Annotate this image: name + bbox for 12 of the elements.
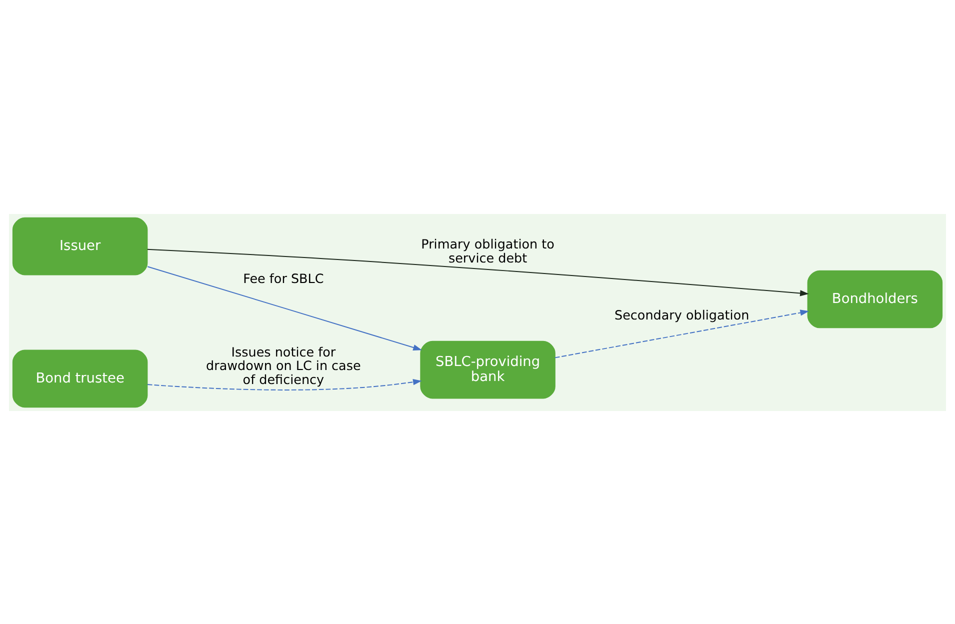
arrow [146,248,809,296]
edge-label: Fee for SBLC [243,272,324,286]
edge-label: Secondary obligation [614,308,750,323]
node-box: Bond trustee [12,349,148,408]
node-box: SBLC-providing bank [420,340,556,398]
edge-label: Issues notice for drawdown on LC in case of deficiency [206,345,361,388]
node-box: Bondholders [807,270,943,328]
edge-label: Primary obligation to service debt [421,237,554,266]
arrow [147,266,422,350]
arrow [146,378,422,390]
arrow [554,309,810,358]
node-box: Issuer [12,216,148,275]
